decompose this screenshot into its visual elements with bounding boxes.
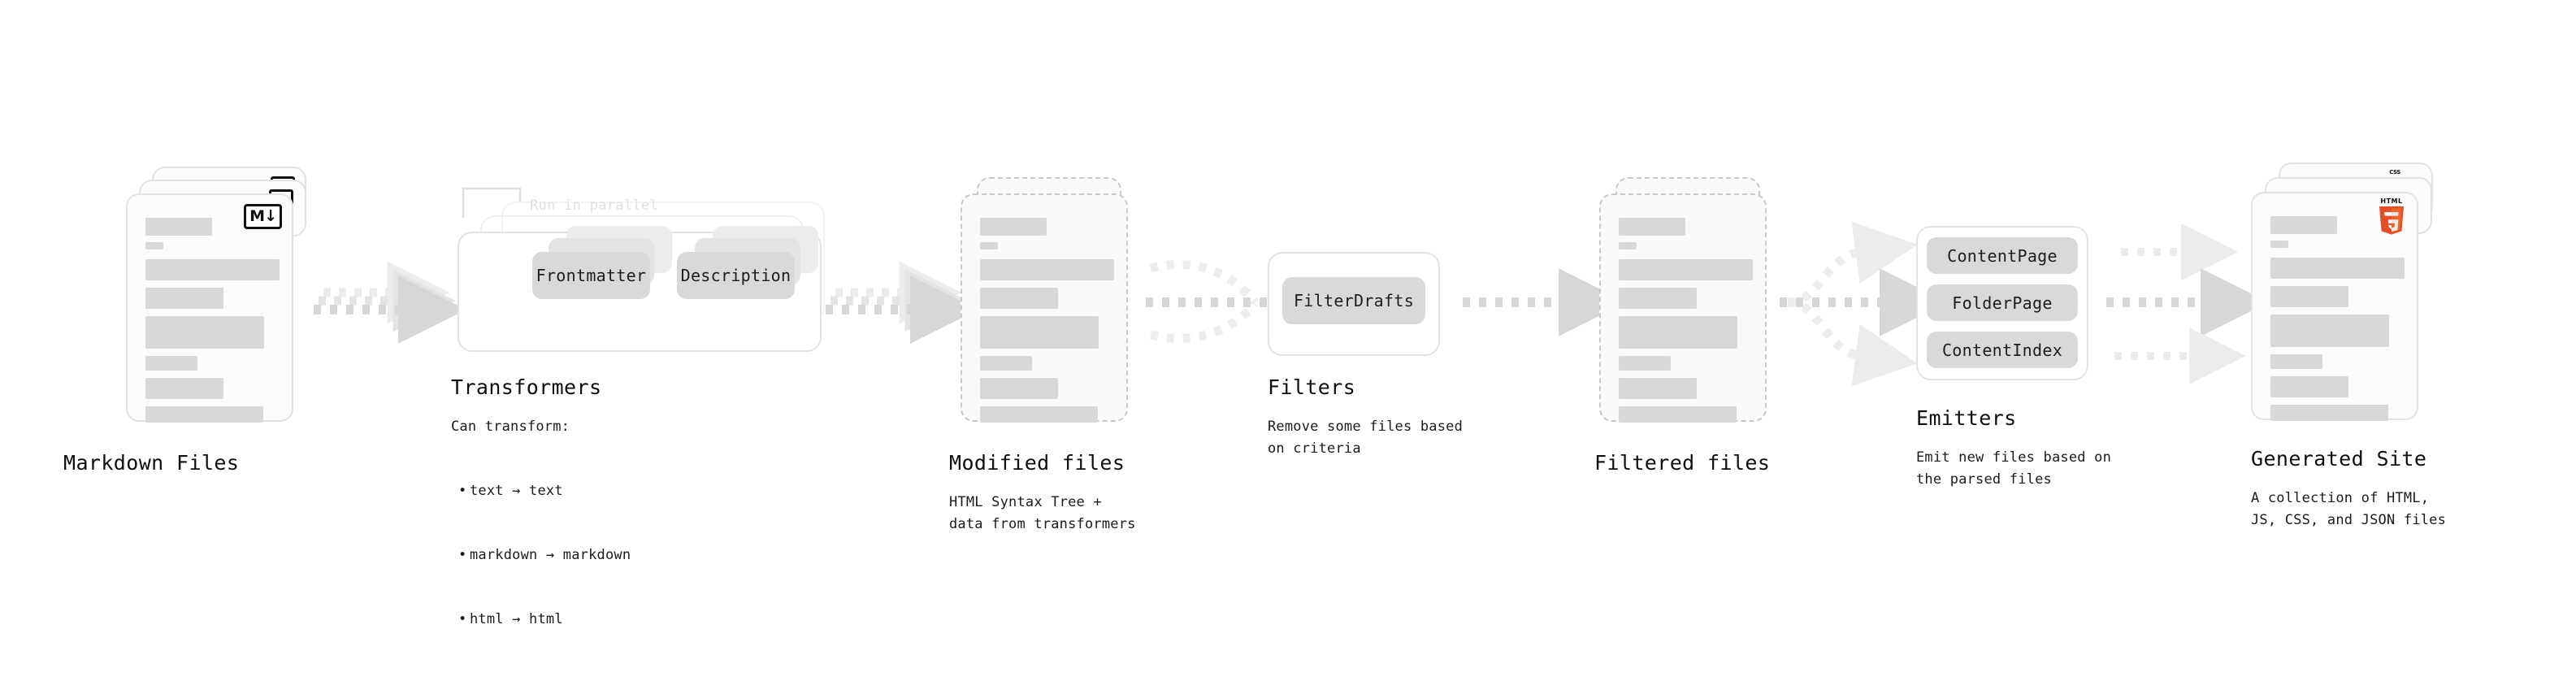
skeleton-bar [145, 406, 263, 423]
filters-title: Filters [1268, 375, 1356, 399]
skeleton-bar [145, 378, 223, 399]
transformer-chip-description[interactable]: Description [677, 252, 795, 299]
skeleton-bar [2270, 241, 2288, 248]
skeleton-bar [1619, 218, 1685, 236]
skeleton-bar [2270, 314, 2389, 347]
transform-item-1: markdown → markdown [457, 544, 631, 566]
transformer-chip-frontmatter[interactable]: Frontmatter [532, 252, 650, 299]
transformers-title: Transformers [451, 375, 602, 399]
generated-site-title: Generated Site [2251, 447, 2427, 471]
transform-item-2: html → html [457, 609, 631, 631]
skeleton-bar [1619, 288, 1697, 309]
skeleton-bar [145, 316, 264, 349]
skeleton-bar [145, 259, 280, 280]
emitter-chip-contentpage[interactable]: ContentPage [1927, 237, 2078, 274]
skeleton-bar [1619, 242, 1637, 249]
emitters-title: Emitters [1916, 406, 2017, 430]
stage-transformers: Frontmatter Description [451, 202, 841, 364]
stage-emitters: ContentPage FolderPage ContentIndex [1916, 226, 2119, 397]
skeleton-bar [2270, 258, 2405, 279]
transformers-desc-heading: Can transform: [451, 419, 570, 435]
skeleton-bar [980, 316, 1099, 349]
filters-desc-line-1: on criteria [1268, 440, 1361, 457]
skeleton-bar [145, 218, 212, 236]
skeleton-bar [145, 356, 197, 371]
stage-filters: FilterDrafts [1268, 252, 1463, 366]
arrow-emitters-to-site [2106, 223, 2269, 384]
emitters-desc-line-1: the parsed files [1916, 471, 2052, 488]
skeleton-bar [980, 378, 1058, 399]
site-card-front: HTML [2251, 192, 2418, 421]
skeleton-bar [2270, 376, 2348, 397]
stage-filtered-files [1599, 177, 1802, 437]
markdown-files-title: Markdown Files [63, 451, 240, 475]
modified-files-desc-line-1: data from transformers [949, 516, 1136, 532]
modified-skeleton-body [962, 195, 1126, 423]
html5-icon: HTML [2378, 198, 2405, 240]
skeleton-bar [1619, 378, 1697, 399]
markdown-skeleton-body [128, 195, 292, 423]
site-skeleton-body [2253, 193, 2417, 421]
arrow-modified-to-filters [1146, 260, 1342, 343]
skeleton-bar [1619, 316, 1737, 349]
html5-shield-icon [2379, 206, 2404, 235]
skeleton-bar [2270, 405, 2388, 421]
generated-site-desc-line-1: JS, CSS, and JSON files [2251, 512, 2447, 528]
skeleton-bar [2270, 216, 2337, 234]
skeleton-bar [2270, 286, 2348, 307]
emitter-chip-folderpage[interactable]: FolderPage [1927, 284, 2078, 321]
filtered-files-title: Filtered files [1594, 451, 1771, 475]
emitters-desc-line-0: Emit new files based on [1916, 449, 2112, 466]
modified-files-title: Modified files [949, 451, 1125, 475]
skeleton-bar [1619, 259, 1753, 280]
filtered-skeleton-body [1601, 195, 1765, 423]
skeleton-bar [980, 259, 1114, 280]
skeleton-bar [980, 356, 1032, 371]
filter-chip-filterdrafts[interactable]: FilterDrafts [1282, 277, 1425, 324]
skeleton-bar [1619, 356, 1671, 371]
markdown-card-front: M↓ [126, 193, 293, 423]
skeleton-bar [1619, 406, 1737, 423]
skeleton-bar [2270, 354, 2322, 369]
stage-markdown-files: M↓ [126, 167, 329, 427]
skeleton-bar [145, 288, 223, 309]
markdown-icon: M↓ [244, 204, 282, 229]
skeleton-bar [980, 218, 1047, 236]
modified-card-front [961, 193, 1128, 423]
skeleton-bar [980, 242, 998, 249]
run-in-parallel-annotation: Run in parallel [530, 197, 659, 214]
transform-item-0: text → text [457, 480, 631, 502]
stage-modified-files [961, 177, 1164, 437]
skeleton-bar [980, 406, 1098, 423]
generated-site-desc-line-0: A collection of HTML, [2251, 490, 2430, 506]
filtered-card-front [1599, 193, 1767, 423]
filters-desc-line-0: Remove some files based [1268, 419, 1464, 435]
emitter-chip-contentindex[interactable]: ContentIndex [1927, 332, 2078, 368]
skeleton-bar [980, 288, 1058, 309]
modified-files-desc-line-0: HTML Syntax Tree + [949, 494, 1102, 510]
stage-generated-site: CSS HTML [2251, 163, 2462, 431]
transformers-transform-list: text → text markdown → markdown html → h… [457, 437, 631, 673]
skeleton-bar [145, 242, 163, 249]
